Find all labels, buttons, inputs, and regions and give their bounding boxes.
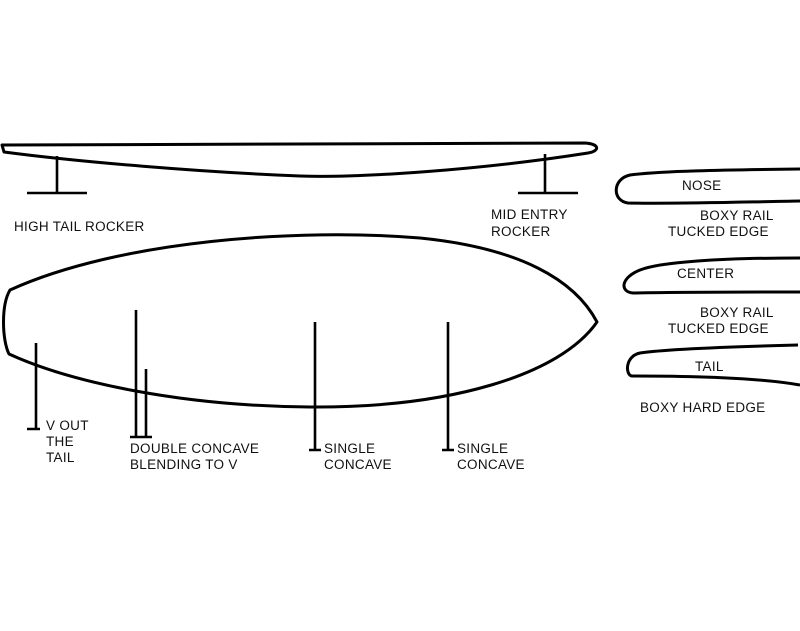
tail-rail-shape <box>626 343 800 387</box>
rocker-profile: HIGH TAIL ROCKER MID ENTRY ROCKER <box>0 141 599 239</box>
high-tail-rocker-label: HIGH TAIL ROCKER <box>14 219 145 234</box>
mid-entry-rocker-label-1: MID ENTRY <box>491 207 568 222</box>
rocker-outline <box>0 141 599 178</box>
rail-profiles: NOSE BOXY RAIL TUCKED EDGE CENTER BOXY R… <box>614 167 800 415</box>
nose-rail-label: NOSE <box>682 178 721 193</box>
nose-rocker-stand <box>518 154 578 195</box>
single-concave-a-label-2: CONCAVE <box>324 457 392 472</box>
single-concave-pointer-a <box>309 322 321 452</box>
v-out-pointer <box>27 343 40 431</box>
single-concave-pointer-b <box>442 322 454 452</box>
nose-rail-desc-1: BOXY RAIL <box>700 208 774 223</box>
board-outline <box>2 233 599 409</box>
center-rail-shape <box>622 256 800 295</box>
tail-rail-label: TAIL <box>695 359 724 374</box>
double-concave-pointer <box>130 310 152 439</box>
bottom-outline: V OUT THE TAIL DOUBLE CONCAVE BLENDING T… <box>2 233 599 472</box>
double-concave-label-1: DOUBLE CONCAVE <box>130 441 259 456</box>
v-out-label-3: TAIL <box>46 450 75 465</box>
tail-rail-desc: BOXY HARD EDGE <box>640 400 765 415</box>
single-concave-b-label-2: CONCAVE <box>457 457 525 472</box>
mid-entry-rocker-label-2: ROCKER <box>491 224 551 239</box>
center-rail-desc-2: TUCKED EDGE <box>668 321 769 336</box>
nose-rail-desc-2: TUCKED EDGE <box>668 224 769 239</box>
v-out-label-1: V OUT <box>46 418 89 433</box>
single-concave-a-label-1: SINGLE <box>324 441 375 456</box>
nose-rail-shape <box>614 167 800 205</box>
double-concave-label-2: BLENDING TO V <box>130 457 238 472</box>
single-concave-b-label-1: SINGLE <box>457 441 508 456</box>
center-rail-label: CENTER <box>677 266 734 281</box>
v-out-label-2: THE <box>46 434 74 449</box>
center-rail-desc-1: BOXY RAIL <box>700 305 774 320</box>
tail-rocker-stand <box>27 156 87 195</box>
